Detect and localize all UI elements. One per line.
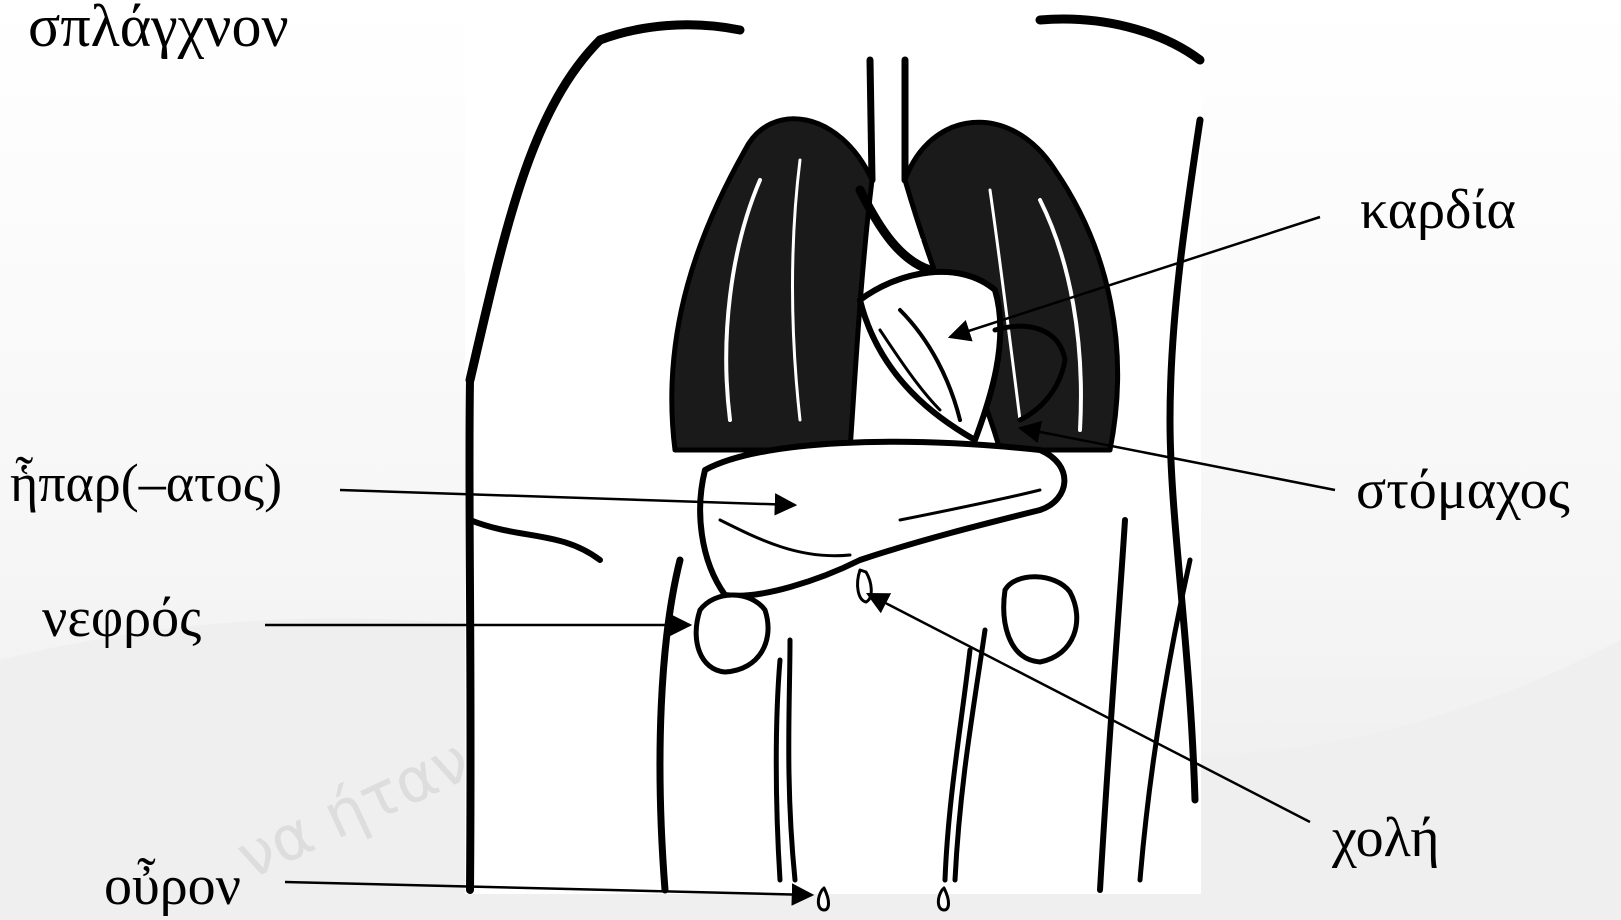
kidney-left-drawing — [696, 595, 768, 672]
label-heart: καρδία — [1360, 182, 1516, 238]
urine-drop-right — [938, 888, 948, 910]
label-liver: ἧπαρ(–ατος) — [10, 456, 282, 510]
trachea — [870, 60, 872, 180]
urine-drop-left — [818, 888, 828, 910]
label-bile: χολή — [1332, 810, 1440, 866]
label-stomach: στόμαχος — [1356, 462, 1570, 518]
label-urine: οὖρον — [104, 858, 241, 914]
page-title: σπλάγχνον — [28, 0, 289, 56]
kidney-right-drawing — [1004, 577, 1077, 662]
label-kidney: νεφρός — [42, 590, 201, 646]
